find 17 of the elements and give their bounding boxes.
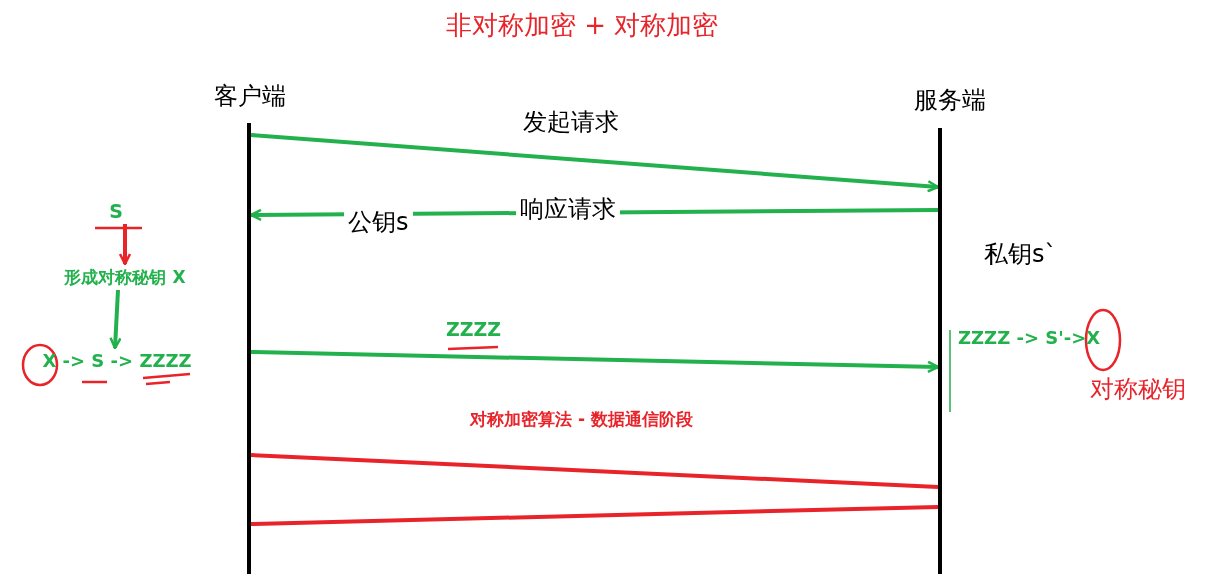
edge-label: 发起请求 (523, 107, 619, 138)
connector-line (250, 505, 939, 526)
title: 非对称加密 + 对称加密 (446, 9, 719, 42)
connector-line (250, 453, 939, 489)
arrow (250, 350, 940, 374)
arrow (109, 289, 122, 350)
step-text: 形成对称秘钥 X (50, 264, 200, 290)
step-text: S (104, 198, 128, 224)
step-text: X -> S -> ZZZZ (38, 348, 196, 374)
lifeline-heading: 客户端 (213, 81, 287, 112)
key-label: 私钥s` (984, 239, 1057, 270)
edge-label: ZZZZ (446, 318, 502, 340)
arrow (250, 133, 940, 193)
lifeline-heading: 服务端 (913, 85, 987, 116)
annotation-text: 对称秘钥 (1090, 374, 1186, 405)
arrow (118, 224, 132, 266)
phase-label: 对称加密算法 - 数据通信阶段 (470, 408, 693, 431)
